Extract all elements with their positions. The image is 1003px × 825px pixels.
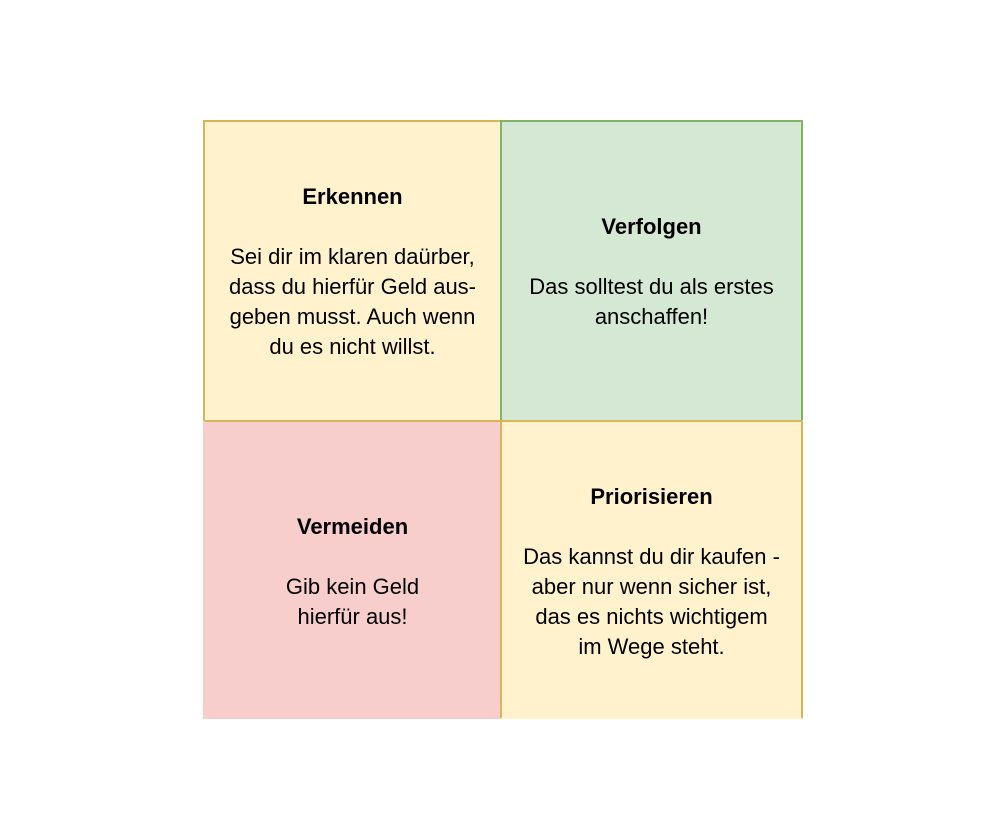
quadrant-erkennen-text: Erkennen Sei dir im klaren daürber, dass… bbox=[205, 182, 500, 362]
quadrant-erkennen-line: Sei dir im klaren daürber, bbox=[230, 244, 475, 269]
quadrant-priorisieren-line: im Wege steht. bbox=[578, 634, 725, 659]
quadrant-priorisieren-text: Priorisieren Das kannst du dir kaufen - … bbox=[502, 482, 801, 662]
quadrant-verfolgen-line: Das solltest du als erstes bbox=[529, 274, 774, 299]
quadrant-vermeiden-line: hierfür aus! bbox=[297, 604, 408, 629]
quadrant-erkennen-description: Sei dir im klaren daürber, dass du hierf… bbox=[213, 242, 492, 362]
quadrant-priorisieren-line: aber nur wenn sicher ist, bbox=[531, 574, 772, 599]
quadrant-vermeiden-text: Vermeiden Gib kein Geld hierfür aus! bbox=[205, 512, 500, 632]
quadrant-erkennen-line: dass du hierfür Geld aus- bbox=[228, 274, 477, 299]
quadrant-verfolgen-description: Das solltest du als erstes anschaffen! bbox=[510, 272, 793, 332]
quadrant-verfolgen-line: anschaffen! bbox=[594, 304, 709, 329]
quadrant-priorisieren: Priorisieren Das kannst du dir kaufen - … bbox=[500, 420, 803, 719]
quadrant-vermeiden-title: Vermeiden bbox=[296, 514, 409, 539]
quadrant-erkennen: Erkennen Sei dir im klaren daürber, dass… bbox=[203, 120, 502, 422]
quadrant-vermeiden-description: Gib kein Geld hierfür aus! bbox=[265, 572, 440, 632]
quadrant-vermeiden: Vermeiden Gib kein Geld hierfür aus! bbox=[203, 420, 502, 719]
quadrant-erkennen-line: du es nicht willst. bbox=[269, 334, 436, 359]
quadrant-priorisieren-line: das es nichts wichtigem bbox=[535, 604, 768, 629]
quadrant-verfolgen: Verfolgen Das solltest du als erstes ans… bbox=[500, 120, 803, 422]
quadrant-vermeiden-line: Gib kein Geld bbox=[285, 574, 420, 599]
quadrant-priorisieren-description: Das kannst du dir kaufen - aber nur wenn… bbox=[504, 542, 799, 662]
quadrant-erkennen-title: Erkennen bbox=[302, 184, 403, 209]
quadrant-erkennen-line: geben musst. Auch wenn bbox=[229, 304, 476, 329]
quadrant-verfolgen-text: Verfolgen Das solltest du als erstes ans… bbox=[502, 212, 801, 332]
quadrant-verfolgen-title: Verfolgen bbox=[601, 214, 702, 239]
quadrant-priorisieren-title: Priorisieren bbox=[590, 484, 713, 509]
quadrant-priorisieren-line: Das kannst du dir kaufen - bbox=[523, 544, 780, 569]
